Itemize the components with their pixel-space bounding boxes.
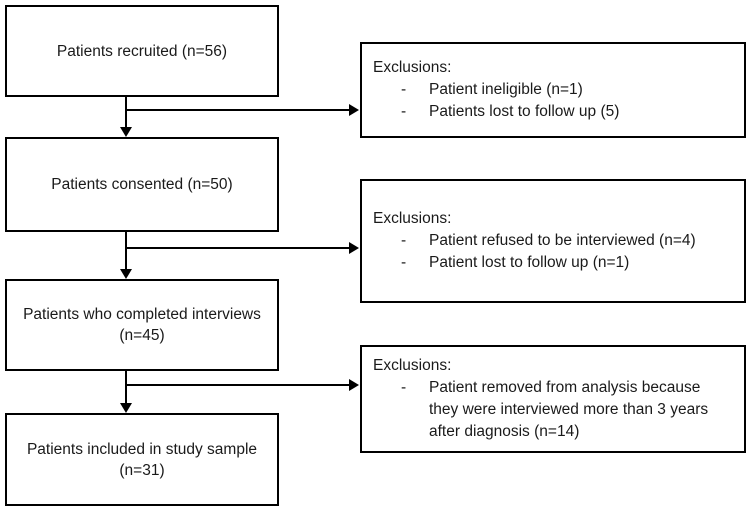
stage-box-study-sample: Patients included in study sample (n=31) <box>5 413 279 506</box>
stage-box-completed-interviews: Patients who completed interviews (n=45) <box>5 279 279 371</box>
dash-bullet: - <box>401 103 407 120</box>
stage-box-consented: Patients consented (n=50) <box>5 137 279 232</box>
arrow-stage3-to-exclusion3 <box>126 379 359 391</box>
exclusion-item: - Patient ineligible (n=1) <box>373 79 730 101</box>
exclusion-item-text: Patients lost to follow up (5) <box>429 103 620 120</box>
exclusion-item-text: Patient lost to follow up (n=1) <box>429 254 630 271</box>
exclusion-item: - Patients lost to follow up (5) <box>373 101 730 123</box>
dash-bullet: - <box>401 232 407 249</box>
exclusion-title: Exclusions: <box>373 59 452 76</box>
exclusion-item-text: Patient refused to be interviewed (n=4) <box>429 232 696 249</box>
arrow-stage1-to-stage2 <box>120 97 132 137</box>
exclusion-item-text: Patient removed from analysis because th… <box>429 379 709 440</box>
exclusion-title: Exclusions: <box>373 210 452 227</box>
dash-bullet: - <box>401 379 407 396</box>
arrow-stage1-to-exclusion1 <box>126 104 359 116</box>
stage-label-consented: Patients consented (n=50) <box>51 176 233 193</box>
exclusion-item: - Patient lost to follow up (n=1) <box>373 252 730 274</box>
exclusion-item: - Patient removed from analysis because … <box>373 377 730 443</box>
exclusion-title: Exclusions: <box>373 357 452 374</box>
arrow-stage3-to-stage4 <box>120 371 132 413</box>
dash-bullet: - <box>401 254 407 271</box>
exclusion-box-3: Exclusions: - Patient removed from analy… <box>360 345 746 453</box>
exclusion-box-2: Exclusions: - Patient refused to be inte… <box>360 179 746 303</box>
exclusion-box-1: Exclusions: - Patient ineligible (n=1) -… <box>360 42 746 138</box>
arrow-stage2-to-stage3 <box>120 232 132 279</box>
stage-box-recruited: Patients recruited (n=56) <box>5 5 279 97</box>
exclusion-item-text: Patient ineligible (n=1) <box>429 81 583 98</box>
stage-label-study-sample: Patients included in study sample (n=31) <box>26 440 258 479</box>
dash-bullet: - <box>401 81 407 98</box>
stage-label-recruited: Patients recruited (n=56) <box>56 42 228 60</box>
stage-label-completed-interviews: Patients who completed interviews (n=45) <box>23 306 261 344</box>
arrow-stage2-to-exclusion2 <box>126 242 359 254</box>
exclusion-item: - Patient refused to be interviewed (n=4… <box>373 230 730 252</box>
